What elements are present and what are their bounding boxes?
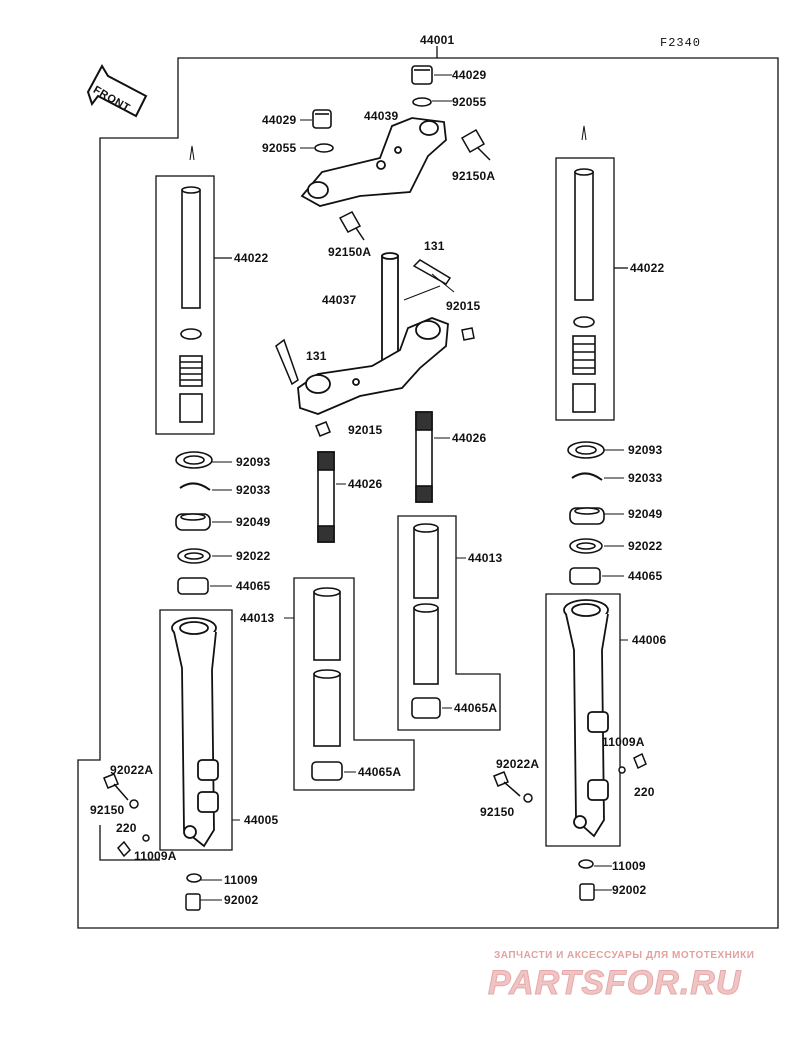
lower-bracket-drawing bbox=[297, 252, 449, 415]
label-92033-left: 92033 bbox=[236, 483, 271, 497]
label-92049-right: 92049 bbox=[628, 507, 663, 521]
label-11009A-right: 11009A bbox=[602, 735, 645, 749]
front-arrow bbox=[86, 63, 148, 118]
label-92055-a: 92055 bbox=[452, 95, 487, 109]
label-44039: 44039 bbox=[364, 109, 399, 123]
label-44065-left: 44065 bbox=[236, 579, 271, 593]
left-inner-bracket bbox=[293, 577, 415, 791]
label-44026-right: 44026 bbox=[452, 431, 487, 445]
label-92055-b: 92055 bbox=[262, 141, 297, 155]
right-inner-bracket bbox=[397, 515, 501, 731]
label-92093-right: 92093 bbox=[628, 443, 663, 457]
assembly-outline bbox=[77, 57, 779, 929]
label-44029-b: 44029 bbox=[262, 113, 297, 127]
label-44013-left: 44013 bbox=[240, 611, 275, 625]
left-outer-tube-drawing bbox=[171, 617, 219, 848]
label-11009A-left: 11009A bbox=[134, 849, 177, 863]
label-92002-right: 92002 bbox=[612, 883, 647, 897]
label-92015-b: 92015 bbox=[348, 423, 383, 437]
label-44022-right: 44022 bbox=[630, 261, 665, 275]
label-92022-left: 92022 bbox=[236, 549, 271, 563]
label-92150-right: 92150 bbox=[480, 805, 515, 819]
label-44026-left: 44026 bbox=[348, 477, 383, 491]
right-outer-bracket bbox=[545, 593, 621, 847]
left-outer-bracket bbox=[159, 609, 233, 851]
label-44029-a: 44029 bbox=[452, 68, 487, 82]
watermark-brand: PARTSFOR.RU bbox=[487, 964, 742, 1003]
label-44001: 44001 bbox=[420, 33, 455, 47]
right-outer-tube-drawing bbox=[563, 599, 609, 838]
label-92150A-a: 92150A bbox=[452, 169, 496, 183]
upper-bracket-drawing bbox=[300, 117, 447, 207]
right-fork-internals bbox=[572, 168, 596, 413]
label-44065A-right: 44065A bbox=[454, 701, 498, 715]
label-44037: 44037 bbox=[322, 293, 357, 307]
left-fork-box bbox=[155, 175, 215, 435]
label-44065A-left: 44065A bbox=[358, 765, 402, 779]
label-92015-a: 92015 bbox=[446, 299, 481, 313]
label-11009-right: 11009 bbox=[612, 859, 646, 873]
label-131-b: 131 bbox=[306, 349, 327, 363]
label-44013-right: 44013 bbox=[468, 551, 503, 565]
label-44022-left: 44022 bbox=[234, 251, 269, 265]
left-fork-internals bbox=[179, 186, 203, 423]
label-92002-left: 92002 bbox=[224, 893, 259, 907]
label-92033-right: 92033 bbox=[628, 471, 663, 485]
label-44006: 44006 bbox=[632, 633, 667, 647]
label-92150A-b: 92150A bbox=[328, 245, 372, 259]
label-220-left: 220 bbox=[116, 821, 137, 835]
label-11009-left: 11009 bbox=[224, 873, 258, 887]
label-92049-left: 92049 bbox=[236, 515, 271, 529]
label-220-right: 220 bbox=[634, 785, 655, 799]
figure-code: F2340 bbox=[660, 36, 702, 50]
label-92093-left: 92093 bbox=[236, 455, 271, 469]
label-92022A-right: 92022A bbox=[496, 757, 540, 771]
watermark-tagline: ЗАПЧАСТИ И АКСЕССУАРЫ ДЛЯ МОТОТЕХНИКИ bbox=[494, 950, 755, 961]
label-44005: 44005 bbox=[244, 813, 279, 827]
right-fork-box bbox=[555, 157, 615, 421]
label-131-a: 131 bbox=[424, 239, 445, 253]
label-92022-right: 92022 bbox=[628, 539, 663, 553]
label-92022A-left: 92022A bbox=[110, 763, 154, 777]
label-92150-left: 92150 bbox=[90, 803, 125, 817]
label-44065-right: 44065 bbox=[628, 569, 663, 583]
